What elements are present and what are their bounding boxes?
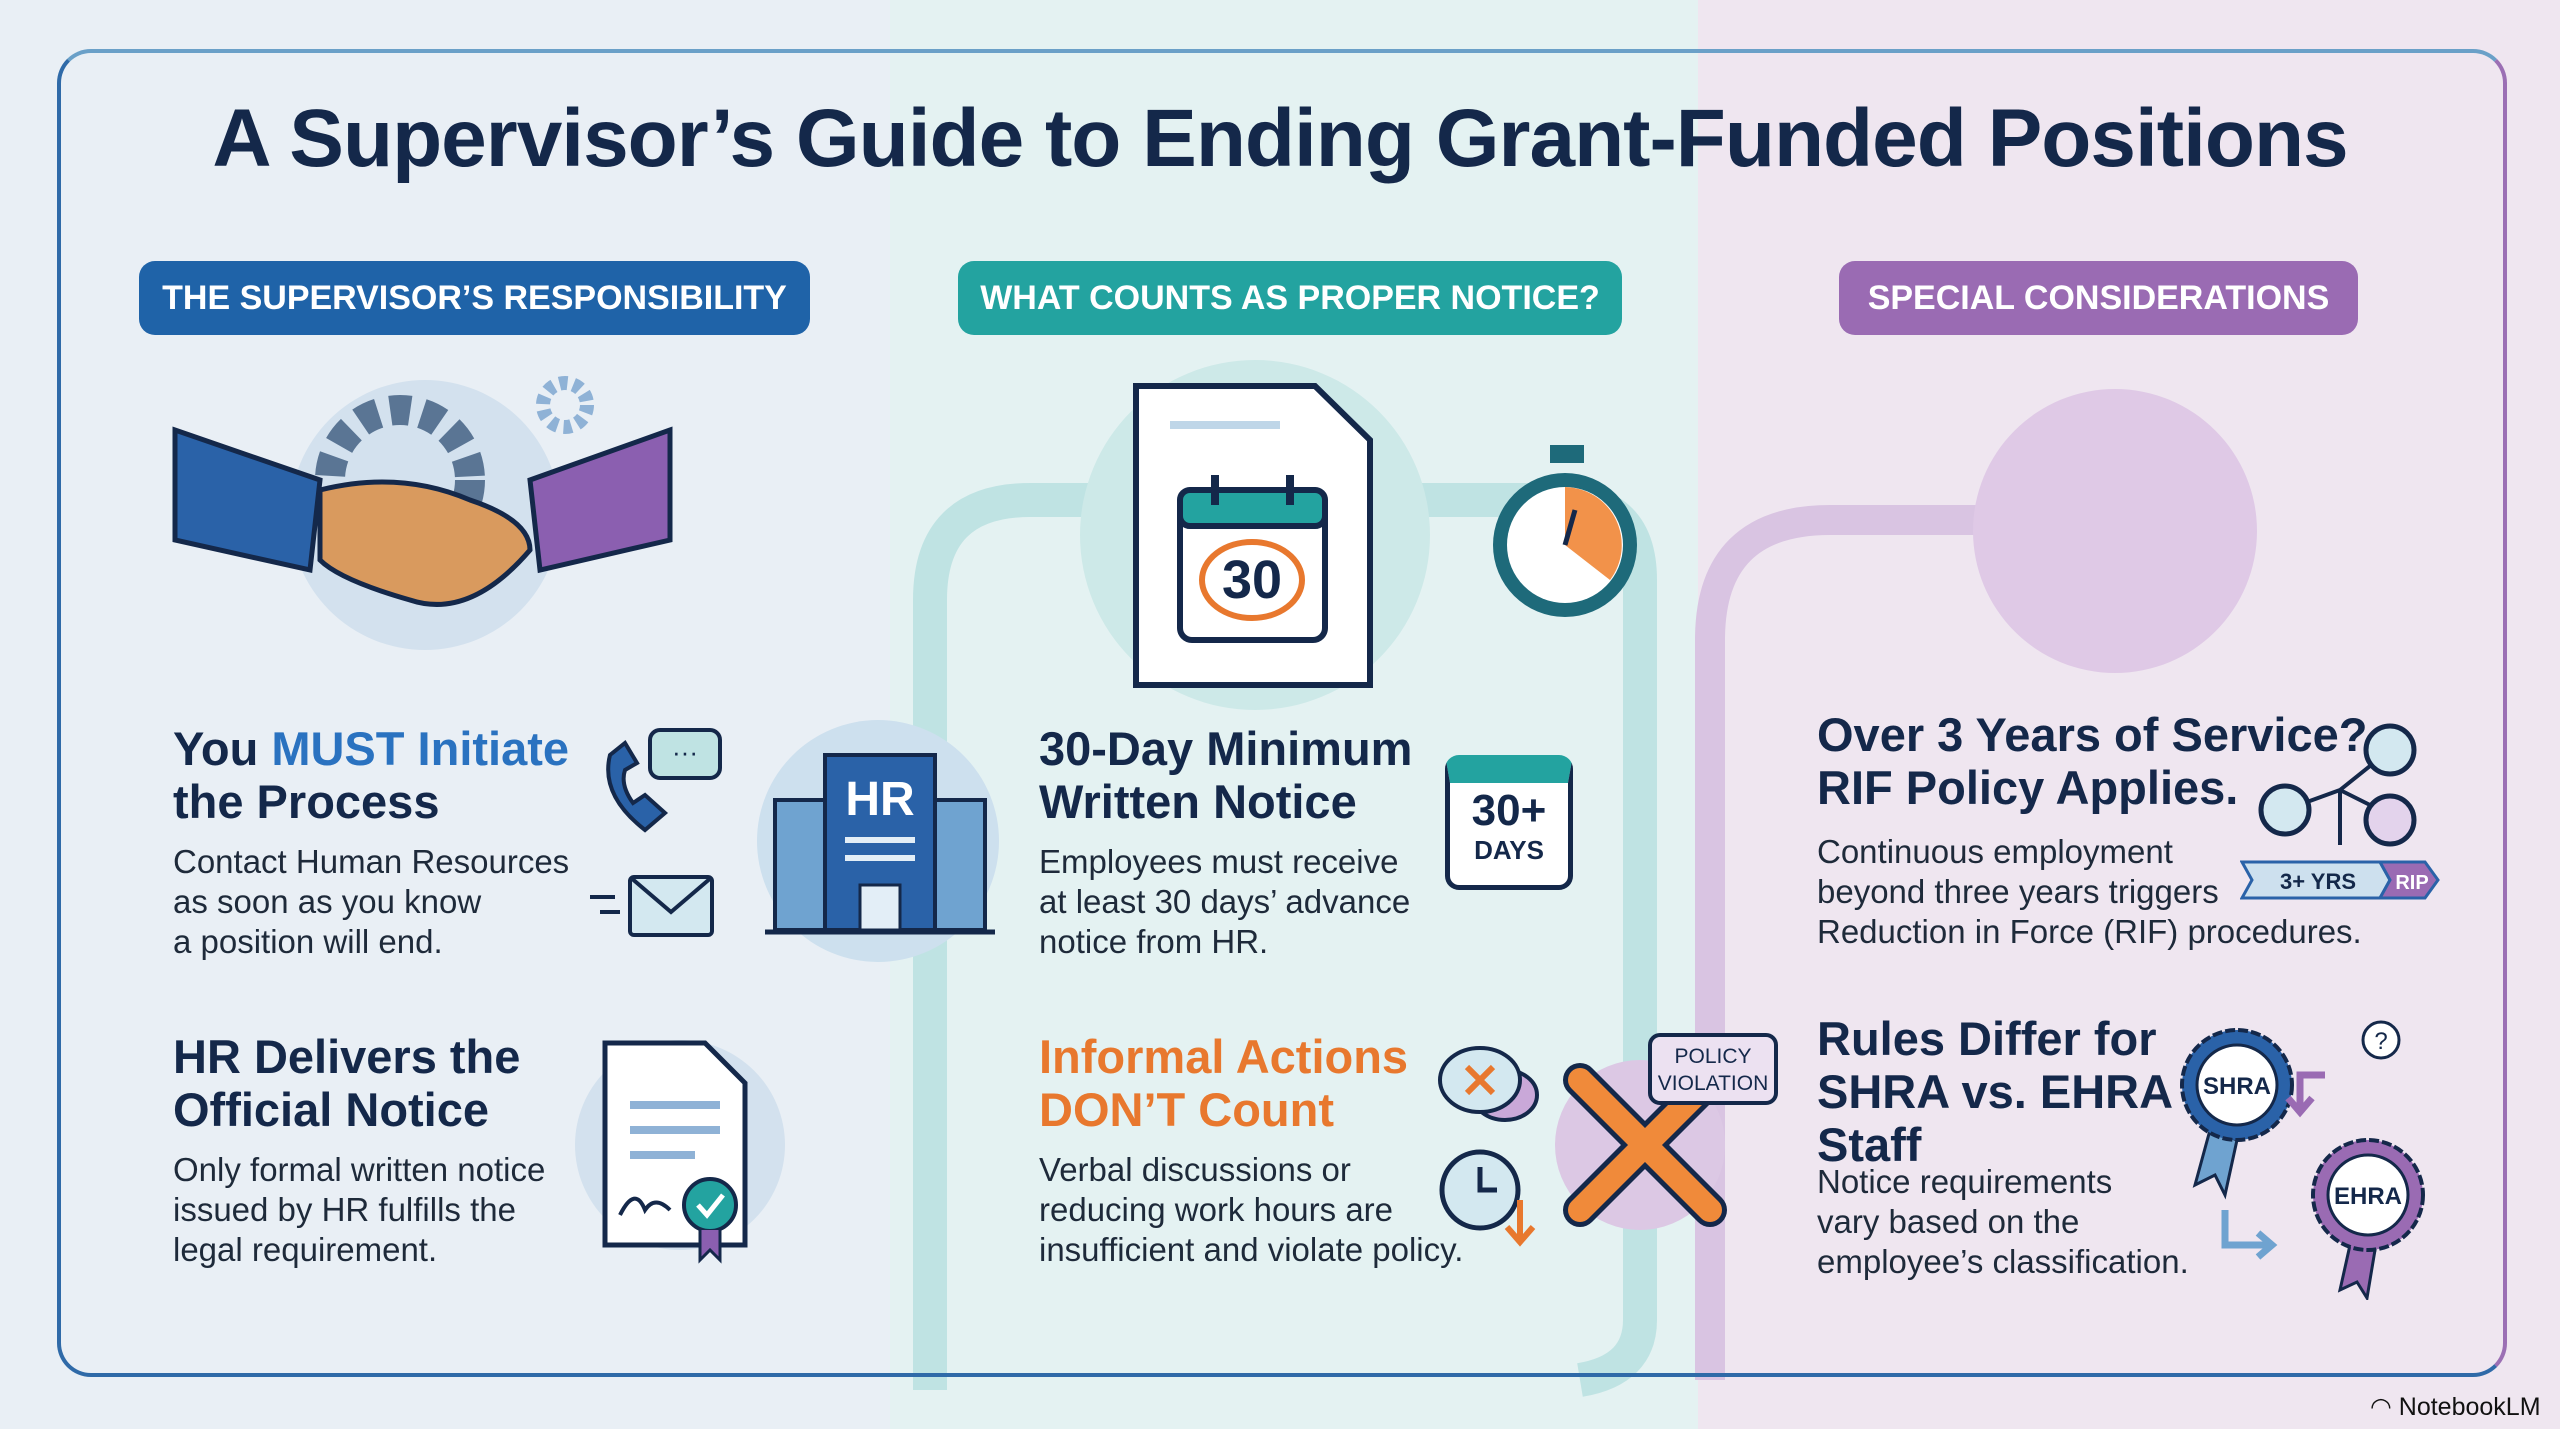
page-title: A Supervisor’s Guide to Ending Grant-Fun… [212,93,2348,184]
svg-text:RIP: RIP [2395,872,2428,894]
days-unit: DAYS [1474,835,1544,865]
calendar-document-icon: 30 [1133,383,1373,688]
svg-text:···: ··· [672,737,698,767]
column-bg-middle [890,0,1698,1429]
people-network-icon [2258,723,2417,847]
stopwatch-icon [1493,445,1637,617]
content-frame [57,49,2507,1377]
signed-document-icon [602,1040,748,1264]
heading-over-3-years: Over 3 Years of Service?RIF Policy Appli… [1817,708,2368,814]
handshake-icon [172,376,673,607]
chat-x-icon [1438,1046,1539,1122]
notebooklm-watermark: ◠ NotebookLM [2370,1393,2541,1421]
header-proper-notice: WHAT COUNTS AS PROPER NOTICE? [958,261,1622,335]
svg-text:30: 30 [1222,550,1282,610]
days-number: 30+ [1471,786,1547,835]
notebooklm-logo-icon: ◠ [2370,1393,2399,1421]
days-calendar-badge: 30+ DAYS [1445,755,1573,890]
svg-text:EHRA: EHRA [2334,1183,2402,1210]
years-rif-arrow: 3+ YRS RIP [2240,860,2440,900]
svg-text:HR: HR [845,773,914,826]
svg-text:SHRA: SHRA [2203,1073,2271,1100]
header-special-considerations: SPECIAL CONSIDERATIONS [1839,261,2358,335]
envelope-icon [590,875,714,937]
empty-circle-graphic [1973,389,2257,673]
svg-text:3+ YRS: 3+ YRS [2280,869,2356,894]
clock-down-icon [1439,1149,1536,1247]
svg-text:?: ? [2374,1028,2387,1055]
shra-ehra-badges-icon: SHRA EHRA ? [2180,1020,2425,1300]
header-supervisor-responsibility: THE SUPERVISOR’S RESPONSIBILITY [139,261,810,335]
phone-chat-icon: ··· [606,728,722,833]
hr-building-icon: HR [765,753,995,935]
